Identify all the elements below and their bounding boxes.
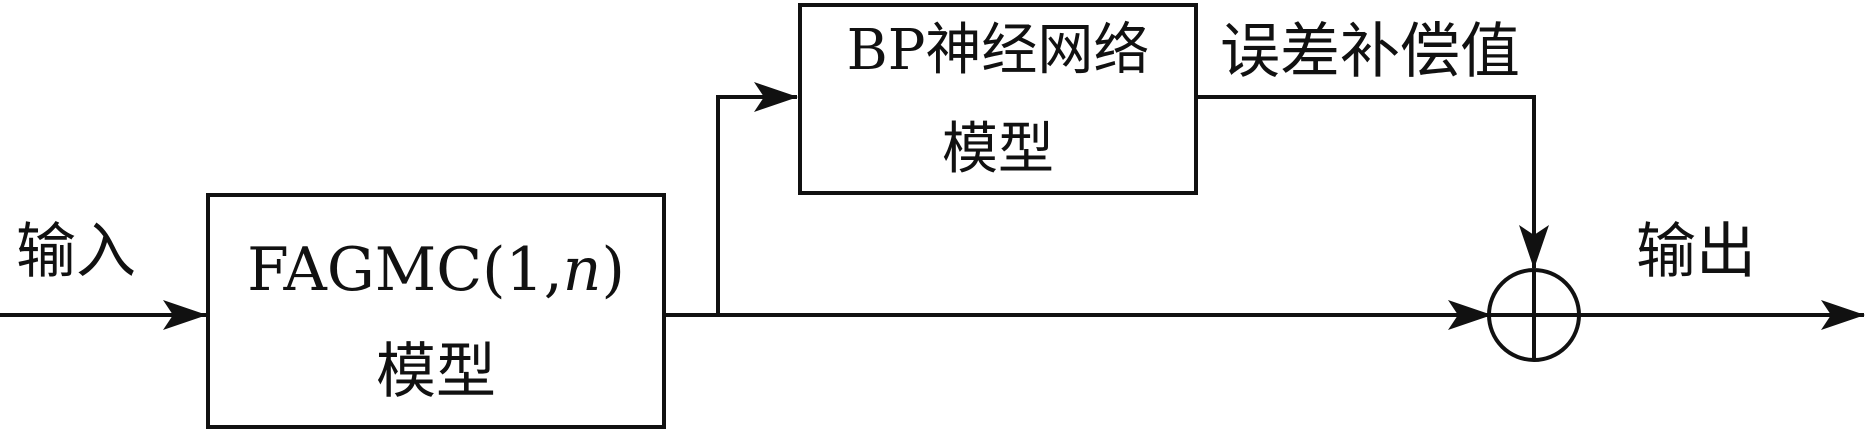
bp-block bbox=[798, 3, 1198, 195]
fagmc-block-title: FAGMC(1,n) bbox=[247, 235, 625, 305]
fagmc-title-var: n bbox=[563, 235, 602, 305]
branch-to-bp-line bbox=[716, 82, 798, 313]
output-label: 输出 bbox=[1636, 217, 1756, 287]
bp-block-title: BP神经网络 bbox=[847, 18, 1150, 83]
input-label: 输入 bbox=[16, 217, 136, 287]
bp-block-subtitle: 模型 bbox=[942, 117, 1054, 182]
error-compensation-line bbox=[1196, 95, 1549, 269]
fagmc-title-suffix: ) bbox=[601, 235, 624, 305]
error-compensation-label: 误差补偿值 bbox=[1220, 17, 1520, 87]
fagmc-block bbox=[206, 193, 666, 429]
summing-node bbox=[1487, 268, 1581, 362]
fagmc-block-subtitle: 模型 bbox=[376, 337, 496, 407]
fagmc-title-prefix: FAGMC(1, bbox=[247, 235, 563, 305]
